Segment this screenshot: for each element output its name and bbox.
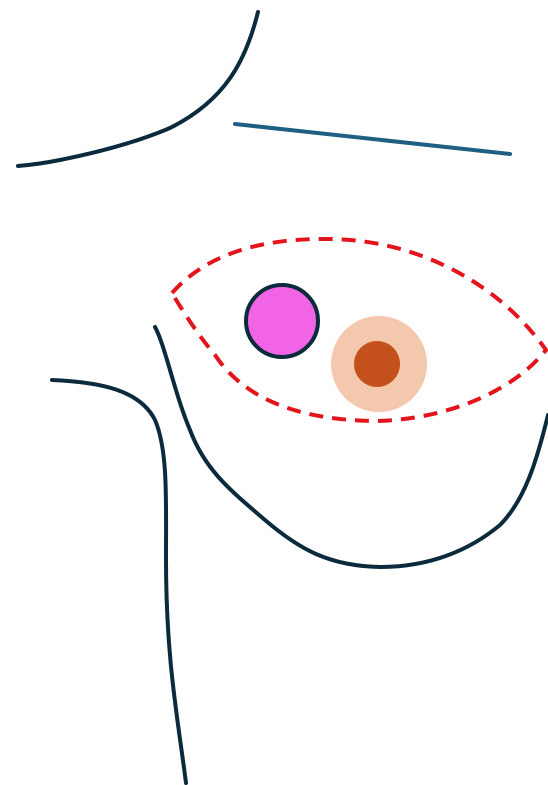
neck-shoulder-outline	[18, 12, 258, 166]
lump-circle	[246, 285, 318, 357]
nipple-circle	[354, 341, 400, 387]
arm-outline	[52, 380, 186, 783]
clavicle-line	[235, 124, 510, 154]
